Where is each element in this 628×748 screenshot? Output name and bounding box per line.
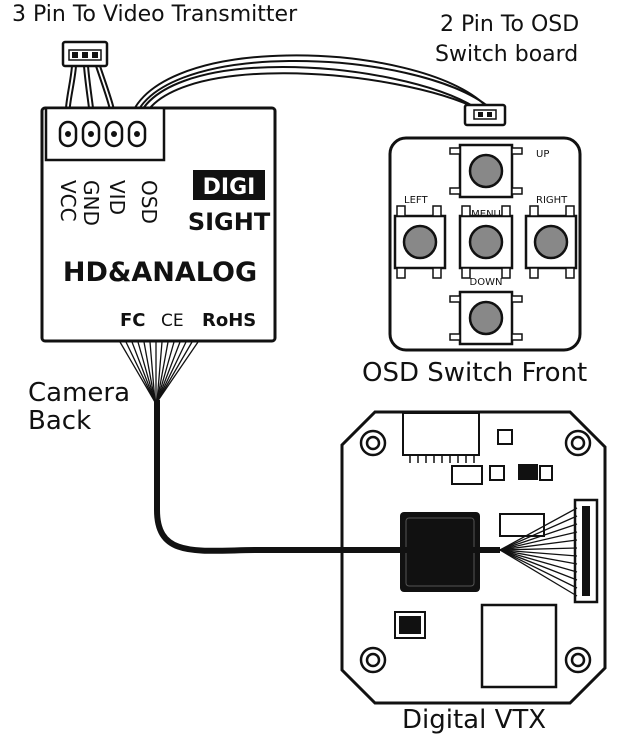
connector-2pin bbox=[463, 103, 507, 127]
osd-button-menu bbox=[458, 205, 514, 279]
camera-back-board: VCC GND VID OSD DIGI SIGHT HD&ANALOG FC … bbox=[40, 106, 277, 343]
model-text: HD&ANALOG bbox=[63, 257, 257, 288]
label-digital-vtx: Digital VTX bbox=[402, 705, 547, 735]
label-camera-back-line1: Camera bbox=[28, 378, 131, 408]
osd-button-down bbox=[449, 290, 523, 346]
cert-rohs: RoHS bbox=[202, 310, 256, 331]
vtx-ribbon-fan bbox=[499, 507, 578, 597]
pin-label-gnd: GND bbox=[79, 180, 103, 226]
label-2pin-osd-line1: 2 Pin To OSD bbox=[440, 12, 580, 37]
digisight-logo: DIGI SIGHT bbox=[188, 170, 271, 236]
logo-line1: DIGI bbox=[203, 175, 256, 200]
osd-switch-board: UP LEFT MENU RIGHT DOWN bbox=[388, 136, 582, 352]
osd-button-left bbox=[393, 205, 447, 279]
osd-label-up: UP bbox=[536, 149, 549, 160]
digital-vtx-board bbox=[340, 410, 607, 705]
connector-3pin bbox=[61, 40, 109, 68]
logo-line2: SIGHT bbox=[188, 208, 271, 236]
label-2pin-osd-line2: Switch board bbox=[435, 42, 579, 67]
cert-ce: CE bbox=[161, 311, 184, 331]
pin-label-osd: OSD bbox=[137, 180, 161, 224]
osd-button-up bbox=[449, 143, 523, 199]
pin-label-vcc: VCC bbox=[56, 180, 80, 222]
label-camera-back-line2: Back bbox=[28, 406, 92, 436]
osd-label-down: DOWN bbox=[470, 277, 503, 288]
pin-label-vid: VID bbox=[105, 180, 129, 215]
camera-to-vtx-cable bbox=[154, 400, 500, 554]
wires-2pin bbox=[127, 54, 491, 129]
osd-button-right bbox=[524, 205, 578, 279]
osd-label-left: LEFT bbox=[404, 195, 428, 206]
osd-label-menu: MENU bbox=[471, 209, 501, 220]
label-3pin-video-transmitter: 3 Pin To Video Transmitter bbox=[12, 2, 298, 27]
label-osd-switch-front: OSD Switch Front bbox=[362, 358, 588, 388]
osd-label-right: RIGHT bbox=[536, 195, 568, 206]
camera-ribbon-fan bbox=[119, 341, 199, 403]
cert-fc: FC bbox=[120, 310, 146, 331]
